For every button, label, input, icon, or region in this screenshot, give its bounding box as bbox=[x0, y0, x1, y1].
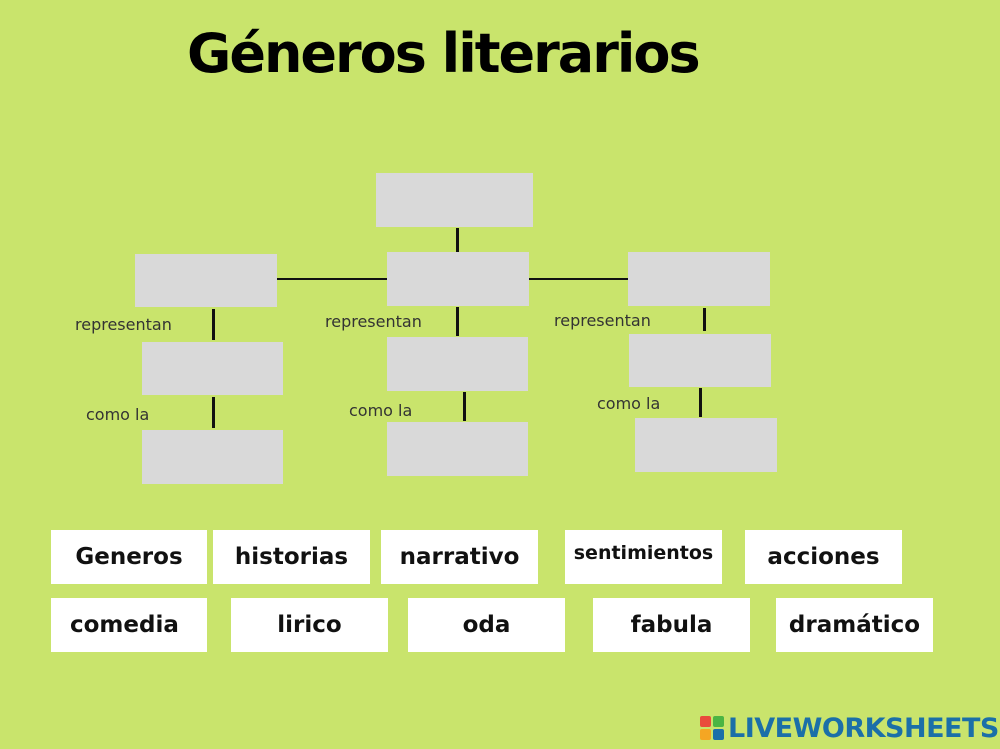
liveworksheets-logo-icon bbox=[700, 716, 724, 740]
page-title: Géneros literarios bbox=[187, 22, 701, 85]
word-chip-historias[interactable]: historias bbox=[213, 530, 370, 584]
drop-zone-left-represents[interactable] bbox=[142, 342, 283, 395]
drop-zone-middle-represents[interactable] bbox=[387, 337, 528, 391]
drop-zone-right-represents[interactable] bbox=[629, 334, 771, 387]
connector-label-representan: representan bbox=[325, 312, 422, 331]
connector-left-to-middle bbox=[277, 278, 387, 280]
word-chip-fabula[interactable]: fabula bbox=[593, 598, 750, 652]
drop-zone-right-example[interactable] bbox=[635, 418, 777, 472]
connector-label-representan: representan bbox=[75, 315, 172, 334]
connector-root-to-middle bbox=[456, 228, 459, 252]
connector-middle-to-right bbox=[529, 278, 628, 280]
word-chip-narrativo[interactable]: narrativo bbox=[381, 530, 538, 584]
drop-zone-left-genre[interactable] bbox=[135, 254, 277, 307]
connector-label-como-la: como la bbox=[597, 394, 661, 413]
drop-zone-root[interactable] bbox=[376, 173, 533, 227]
connector-label-representan: representan bbox=[554, 311, 651, 330]
connector-left-represents-down bbox=[212, 397, 215, 428]
liveworksheets-brand: LIVEWORKSHEETS bbox=[700, 712, 999, 744]
word-chip-comedia[interactable]: comedia bbox=[51, 598, 207, 652]
word-chip-oda[interactable]: oda bbox=[408, 598, 565, 652]
word-chip-generos[interactable]: Generos bbox=[51, 530, 207, 584]
drop-zone-middle-genre[interactable] bbox=[387, 252, 529, 306]
connector-label-como-la: como la bbox=[86, 405, 150, 424]
connector-right-represents-down bbox=[699, 388, 702, 417]
connector-middle-genre-down bbox=[456, 307, 459, 336]
word-chip-sentimientos[interactable]: sentimientos bbox=[565, 530, 722, 584]
connector-label-como-la: como la bbox=[349, 401, 413, 420]
word-chip-acciones[interactable]: acciones bbox=[745, 530, 902, 584]
word-chip-dramatico[interactable]: dramático bbox=[776, 598, 933, 652]
word-chip-lirico[interactable]: lirico bbox=[231, 598, 388, 652]
liveworksheets-wordmark: LIVEWORKSHEETS bbox=[728, 712, 999, 744]
connector-middle-represents-down bbox=[463, 392, 466, 421]
connector-right-genre-down bbox=[703, 308, 706, 331]
drop-zone-left-example[interactable] bbox=[142, 430, 283, 484]
drop-zone-right-genre[interactable] bbox=[628, 252, 770, 306]
drop-zone-middle-example[interactable] bbox=[387, 422, 528, 476]
connector-left-genre-down bbox=[212, 309, 215, 340]
